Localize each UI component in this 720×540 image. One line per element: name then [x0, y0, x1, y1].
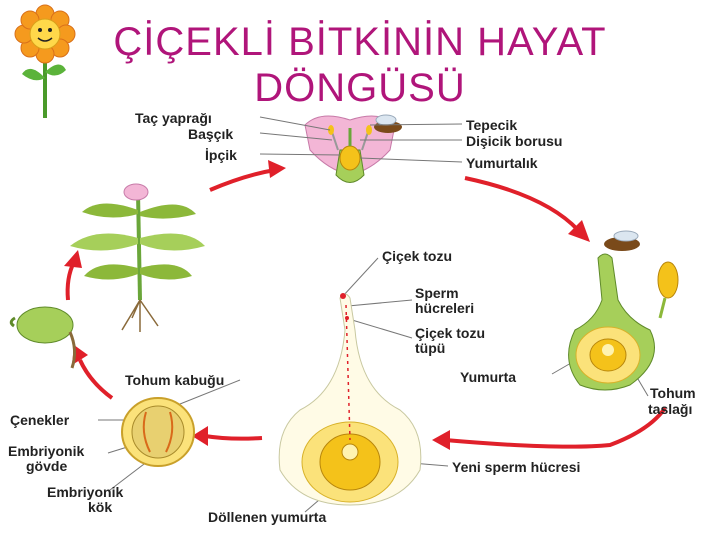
label-embriyonik-govde-line2: gövde — [26, 458, 68, 474]
label-sperm-line1: Sperm — [415, 285, 459, 301]
seed-embryo — [121, 397, 195, 467]
label-yumurta: Yumurta — [460, 369, 517, 385]
label-cenekler: Çenekler — [10, 412, 70, 428]
label-embriyonik-kok-line1: Embriyonik — [47, 484, 124, 500]
page-title-line1: ÇİÇEKLİ BİTKİNİN HAYAT — [113, 20, 607, 64]
label-ipcik: İpçik — [205, 147, 237, 163]
label-tohum-taslagi-line2: taslağı — [648, 401, 693, 417]
page-title-line2: DÖNGÜSÜ — [254, 66, 466, 110]
arrow-germination-to-plant — [65, 261, 76, 301]
arrow-seed-to-germination — [78, 359, 114, 400]
label-tohum-taslagi-line1: Tohum — [650, 385, 696, 401]
label-bascik: Başçık — [188, 126, 234, 142]
label-tepecik: Tepecik — [466, 117, 518, 133]
label-cicek-tozu: Çiçek tozu — [382, 248, 453, 264]
label-disicik-borusu: Dişicik borusu — [466, 133, 563, 149]
label-yeni-sperm-hucresi: Yeni sperm hücresi — [452, 459, 581, 475]
arrow-heads — [64, 160, 590, 450]
label-cicek-tozu-tupu-line1: Çiçek tozu — [415, 325, 486, 341]
label-tohum-kabugu: Tohum kabuğu — [125, 372, 225, 388]
young-plant — [70, 183, 205, 332]
label-cicek-tozu-tupu-line2: tüpü — [415, 340, 446, 356]
label-yumurtalik: Yumurtalık — [466, 155, 538, 171]
arrow-ovary-to-seed — [444, 406, 667, 449]
label-embriyonik-kok-line2: kök — [88, 499, 113, 515]
pollination-pistil — [568, 230, 679, 391]
flower-cross-section — [304, 114, 402, 183]
label-embriyonik-govde-line1: Embriyonik — [8, 443, 85, 459]
label-tac-yapragi: Taç yaprağı — [135, 110, 212, 126]
arrow-plant-to-flower — [209, 168, 276, 192]
label-sperm-line2: hücreleri — [415, 300, 475, 316]
pistil-fertilization — [278, 293, 422, 506]
arrow-to-embryo-seed — [204, 434, 263, 441]
label-dollenen-yumurta: Döllenen yumurta — [208, 509, 327, 525]
arrow-flower-to-pollination — [464, 176, 580, 232]
germinating-seed — [9, 306, 77, 369]
cartoon-flower-icon — [14, 4, 76, 118]
